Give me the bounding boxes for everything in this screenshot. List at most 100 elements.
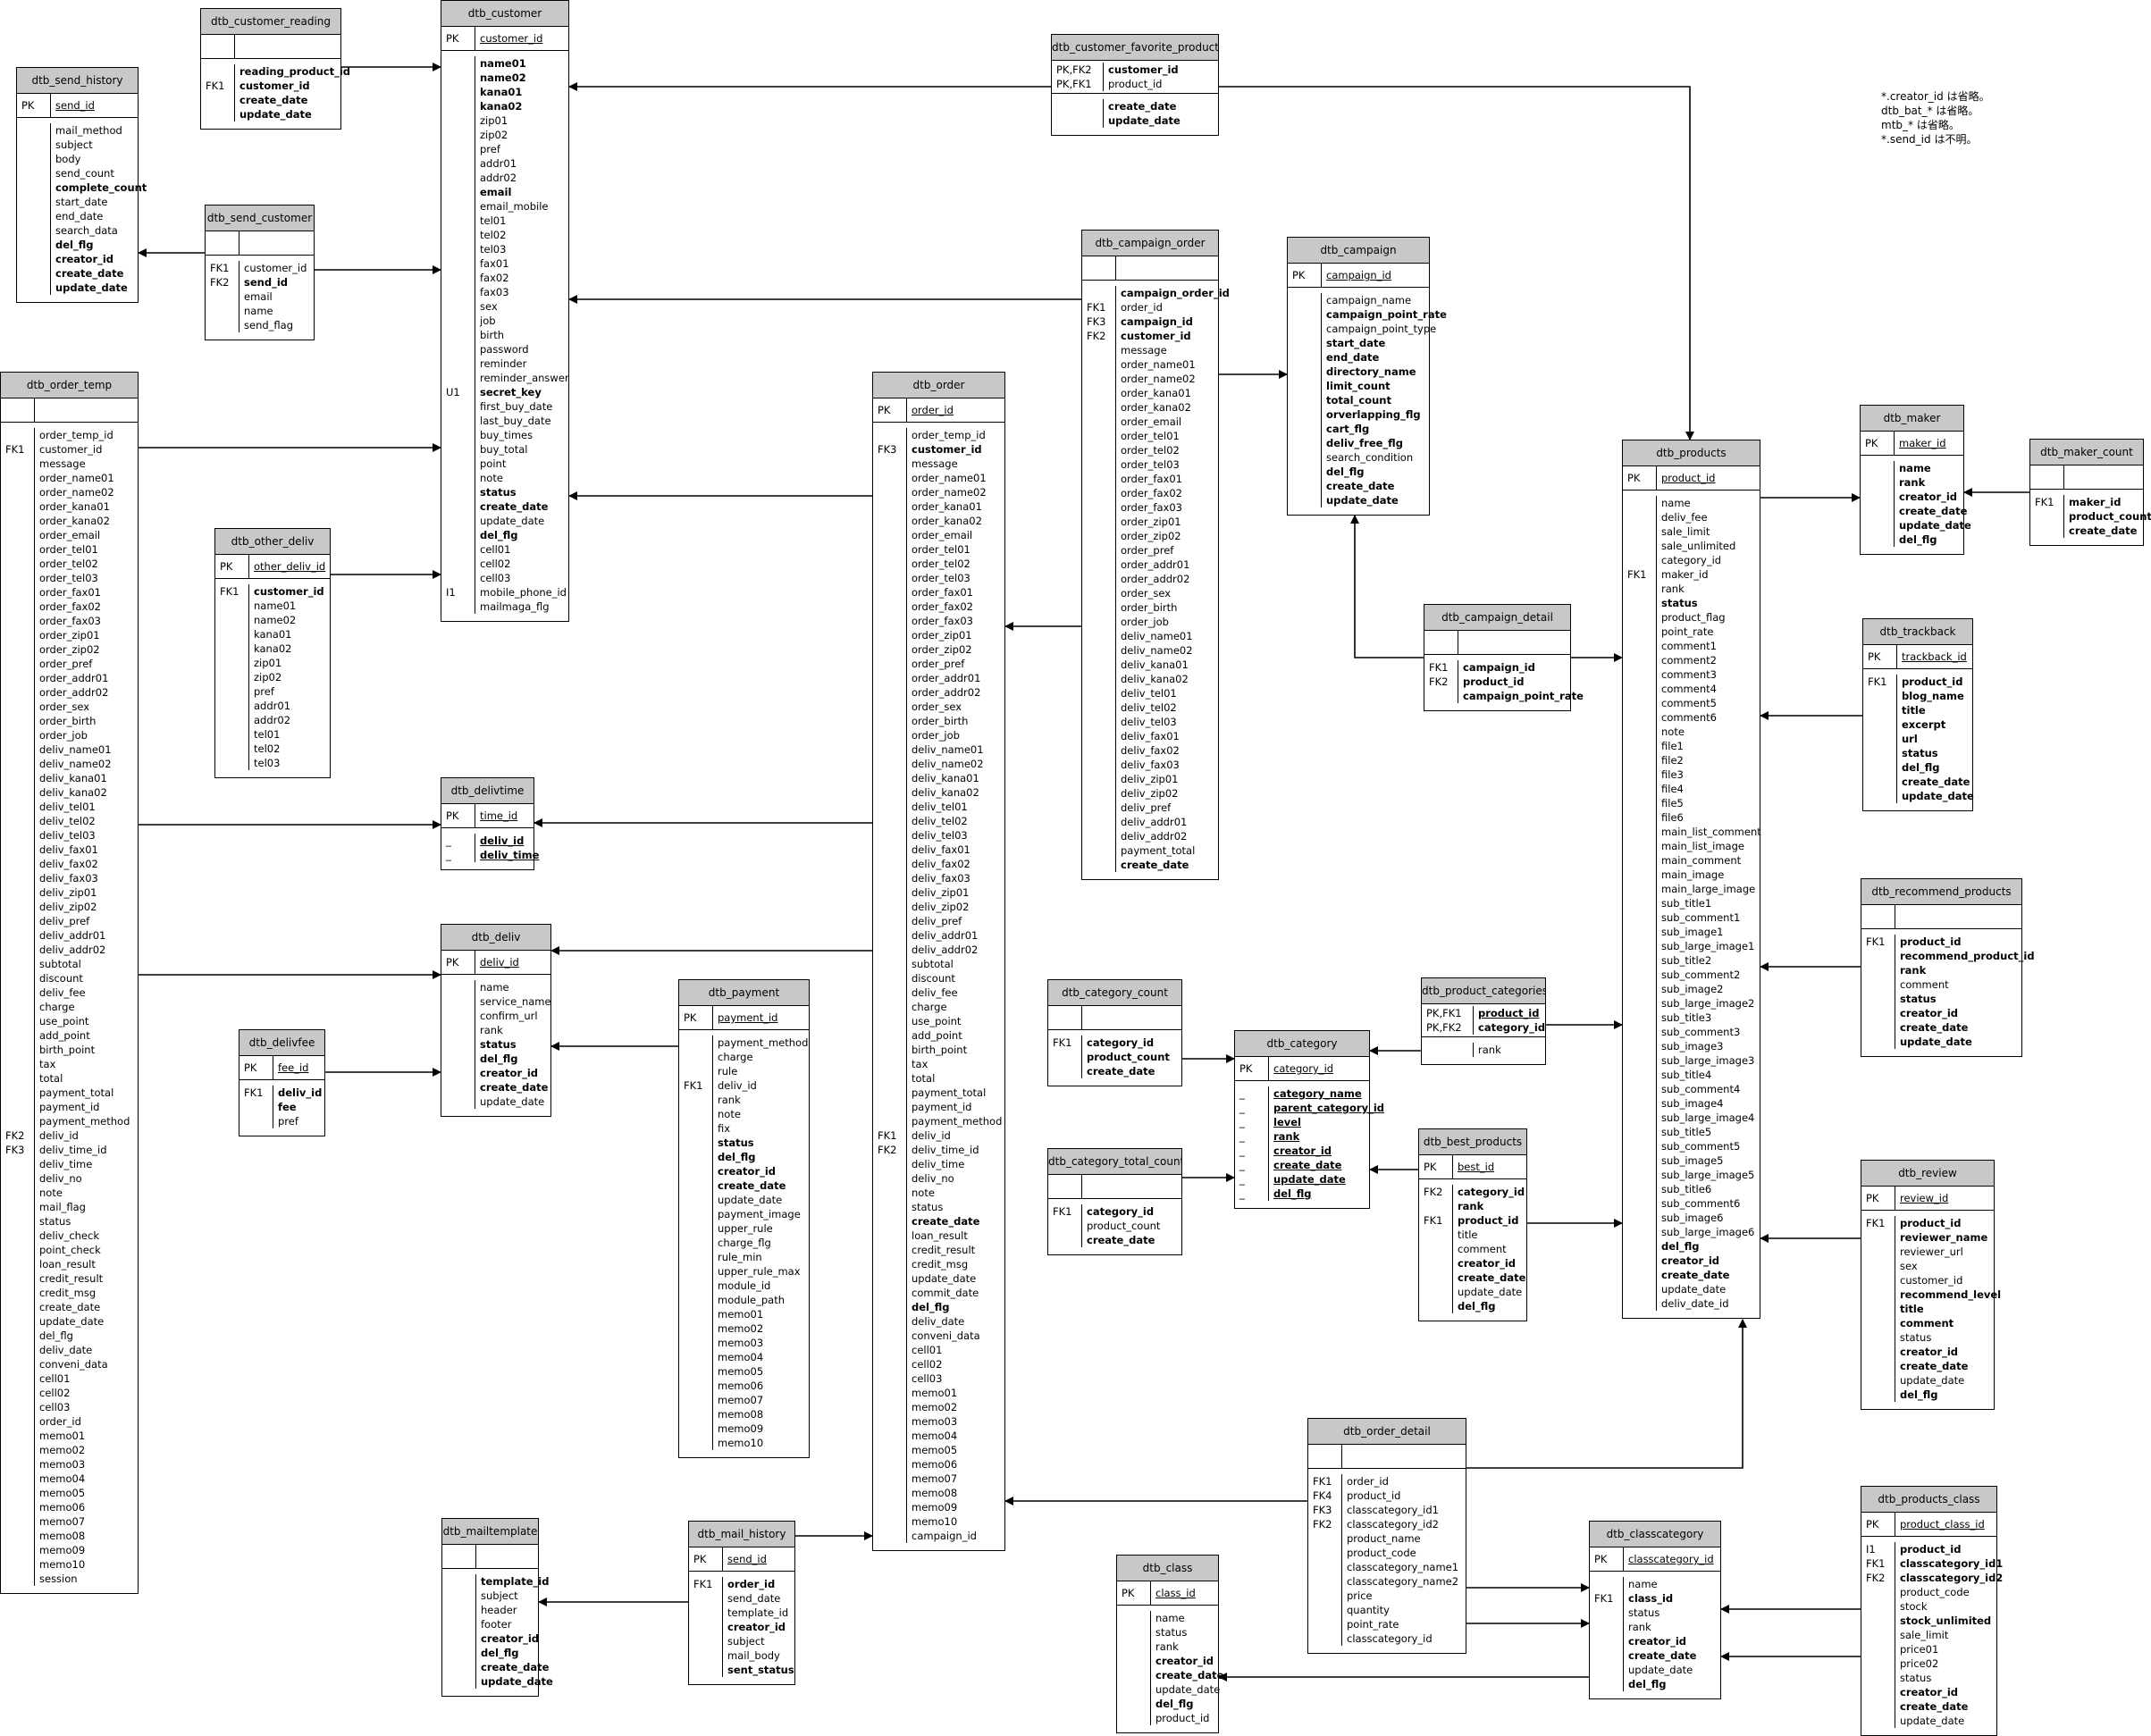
key-marker [878,957,906,971]
key-marker [1292,422,1321,436]
key-marker: _ [446,849,451,861]
key-marker [5,1028,34,1043]
field-name: campaign_point_type [1326,323,1437,335]
field-name: deliv_kana02 [1121,673,1189,685]
key-marker [5,671,34,685]
key-marker [878,943,906,957]
field-name: deliv_date_id [1661,1297,1729,1310]
field-name: payment_method [39,1115,130,1128]
field-name: order_job [1121,616,1169,628]
field-name: kana02 [480,100,523,113]
field-name: template_id [481,1575,550,1588]
key-marker [446,514,475,528]
field-name: send_id [55,99,95,112]
field-name: rank [480,1024,503,1036]
key-marker [878,685,906,700]
key-marker [21,123,50,138]
field-name: category_id [1661,554,1722,566]
entity-name: dtb_mail_history [689,1522,794,1547]
key-column: PK [689,1547,723,1571]
field-name: sub_large_image2 [1661,997,1755,1010]
field-name: send_flag [244,319,293,331]
key-marker [878,1457,906,1472]
field-name: memo01 [912,1387,958,1399]
key-marker [1627,910,1656,925]
key-column: PK [1863,645,1897,668]
key-marker: PK,FK1 [1426,1007,1462,1019]
entity-name: dtb_campaign_detail [1424,605,1570,631]
key-marker [1594,1677,1623,1691]
key-marker: PK [878,404,891,416]
field-name: memo10 [39,1558,86,1571]
key-marker: _ [1239,1130,1245,1143]
field-name: del_flg [480,529,518,541]
field-name: deliv_tel02 [39,815,96,827]
field-name: deliv_time [480,849,540,861]
key-marker [878,971,906,985]
field-name: point_rate [1347,1618,1399,1631]
key-column: FK1 [1863,675,1897,803]
key-marker: FK1 [2035,496,2054,508]
key-marker [1866,992,1895,1006]
key-marker [446,485,475,499]
key-marker [5,728,34,742]
key-marker [21,266,50,281]
field-name: create_date [1273,1159,1342,1171]
field-name: addr02 [480,172,517,184]
key-marker [220,684,248,699]
field-name: reviewer_url [1900,1245,1963,1258]
key-marker [446,1052,475,1066]
key-marker [5,843,34,857]
field-name: charge_flg [718,1237,771,1249]
field-name: del_flg [1900,1388,1938,1401]
key-marker [1313,1574,1341,1589]
field-name: deliv_pref [912,915,962,927]
key-marker [446,71,475,85]
field-column: review_id [1895,1187,1948,1210]
key-marker [1313,1603,1341,1617]
field-name: create_date [1087,1234,1155,1246]
field-name: classcategory_id1 [1900,1557,2004,1570]
field-name: order_birth [912,715,969,727]
key-marker [5,542,34,557]
key-marker [5,1100,34,1114]
key-marker [5,1486,34,1500]
key-marker [446,542,475,557]
field-name: comment6 [1661,711,1717,724]
key-marker [684,1250,712,1264]
field-name: sub_large_image5 [1661,1169,1755,1181]
key-marker [878,499,906,514]
note-line: *.creator_id は省略。 [1881,90,1990,103]
key-marker [1627,696,1656,710]
key-marker [878,900,906,914]
key-marker [1866,905,1895,928]
field-name: campaign_id [1326,269,1391,281]
key-column [2030,465,2064,489]
field-name: order_tel02 [912,558,970,570]
key-marker [1866,1699,1895,1714]
field-name: update_date [481,1675,553,1688]
key-marker [5,1472,34,1486]
field-name: file1 [1661,740,1684,752]
field-name: memo05 [718,1365,764,1378]
field-name: update_date [1902,790,1974,802]
key-marker [878,1300,906,1314]
field-name: discount [39,972,83,985]
field-name: order_sex [1121,587,1172,600]
field-name: subject [481,1589,518,1602]
field-name: deliv_id [718,1079,757,1092]
field-name: module_id [718,1279,771,1292]
key-marker [1866,1345,1895,1359]
